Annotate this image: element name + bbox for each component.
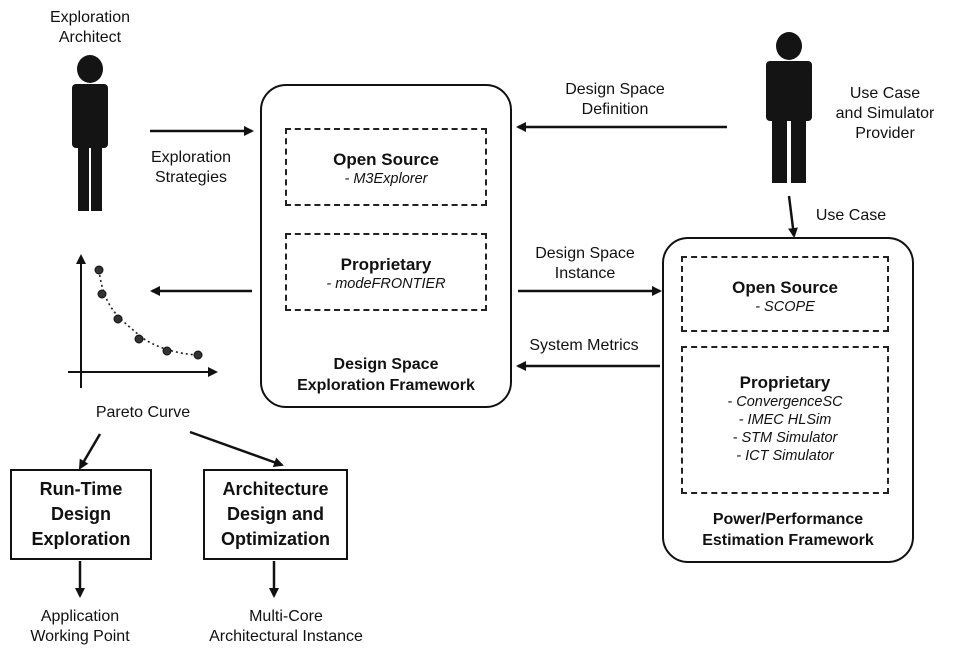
provider-person-icon: [766, 32, 812, 183]
pareto-point: [134, 334, 144, 344]
ppe-proprietary-item: - ICT Simulator: [736, 448, 834, 464]
architect-label: Exploration Architect: [49, 9, 131, 46]
architecture-design-title: Architecture Design and Optimization: [221, 479, 330, 549]
architect-person-icon: [72, 55, 108, 211]
pareto-point: [94, 265, 104, 275]
design-space-instance-label: Design Space Instance: [535, 245, 635, 282]
design-space-definition-label: Design Space Definition: [565, 81, 665, 118]
architecture-design-box: Architecture Design and Optimization: [203, 469, 348, 560]
arrow-pareto-to-architecture: [189, 430, 284, 468]
pareto-plot: [68, 254, 218, 388]
dse-open-source-item: - M3Explorer: [344, 171, 428, 187]
pareto-point: [162, 346, 172, 356]
pareto-curve-label: Pareto Curve: [95, 404, 191, 421]
ppe-framework-box: [662, 237, 914, 563]
ppe-proprietary-box: Proprietary - ConvergenceSC - IMEC HLSim…: [681, 346, 889, 494]
dse-framework-title: Design Space Exploration Framework: [297, 356, 475, 394]
runtime-exploration-box: Run-Time Design Exploration: [10, 469, 152, 560]
system-metrics-label: System Metrics: [529, 337, 639, 354]
pareto-point: [193, 350, 203, 360]
runtime-result-label: Application Working Point: [30, 608, 130, 645]
arrow-provider-to-ppe: [787, 195, 798, 238]
architecture-result-label: Multi-Core Architectural Instance: [209, 608, 363, 645]
ppe-open-source-box: Open Source - SCOPE: [681, 256, 889, 332]
arrow-pareto-to-runtime: [78, 433, 102, 470]
ppe-proprietary-item: - ConvergenceSC: [727, 394, 843, 410]
pareto-curve: [98, 269, 199, 356]
provider-label: Use Case and Simulator Provider: [835, 85, 935, 142]
ppe-proprietary-title: Proprietary: [739, 373, 831, 392]
dse-proprietary-box: Proprietary - modeFRONTIER: [285, 233, 487, 311]
dse-open-source-title: Open Source: [333, 150, 439, 169]
runtime-exploration-title: Run-Time Design Exploration: [31, 479, 131, 549]
ppe-proprietary-item: - STM Simulator: [732, 430, 838, 446]
ppe-framework-title: Power/Performance Estimation Framework: [702, 511, 874, 549]
ppe-proprietary-item: - IMEC HLSim: [738, 412, 832, 428]
dse-framework-box: [260, 84, 512, 408]
ppe-open-source-title: Open Source: [732, 278, 838, 297]
use-case-label: Use Case: [815, 207, 887, 224]
ppe-open-source-item: - SCOPE: [755, 299, 815, 315]
pareto-point: [97, 289, 107, 299]
exploration-strategies-label: Exploration Strategies: [150, 149, 232, 186]
dse-proprietary-item: - modeFRONTIER: [326, 276, 446, 292]
dse-open-source-box: Open Source - M3Explorer: [285, 128, 487, 206]
dse-proprietary-title: Proprietary: [340, 255, 432, 274]
pareto-point: [113, 314, 123, 324]
